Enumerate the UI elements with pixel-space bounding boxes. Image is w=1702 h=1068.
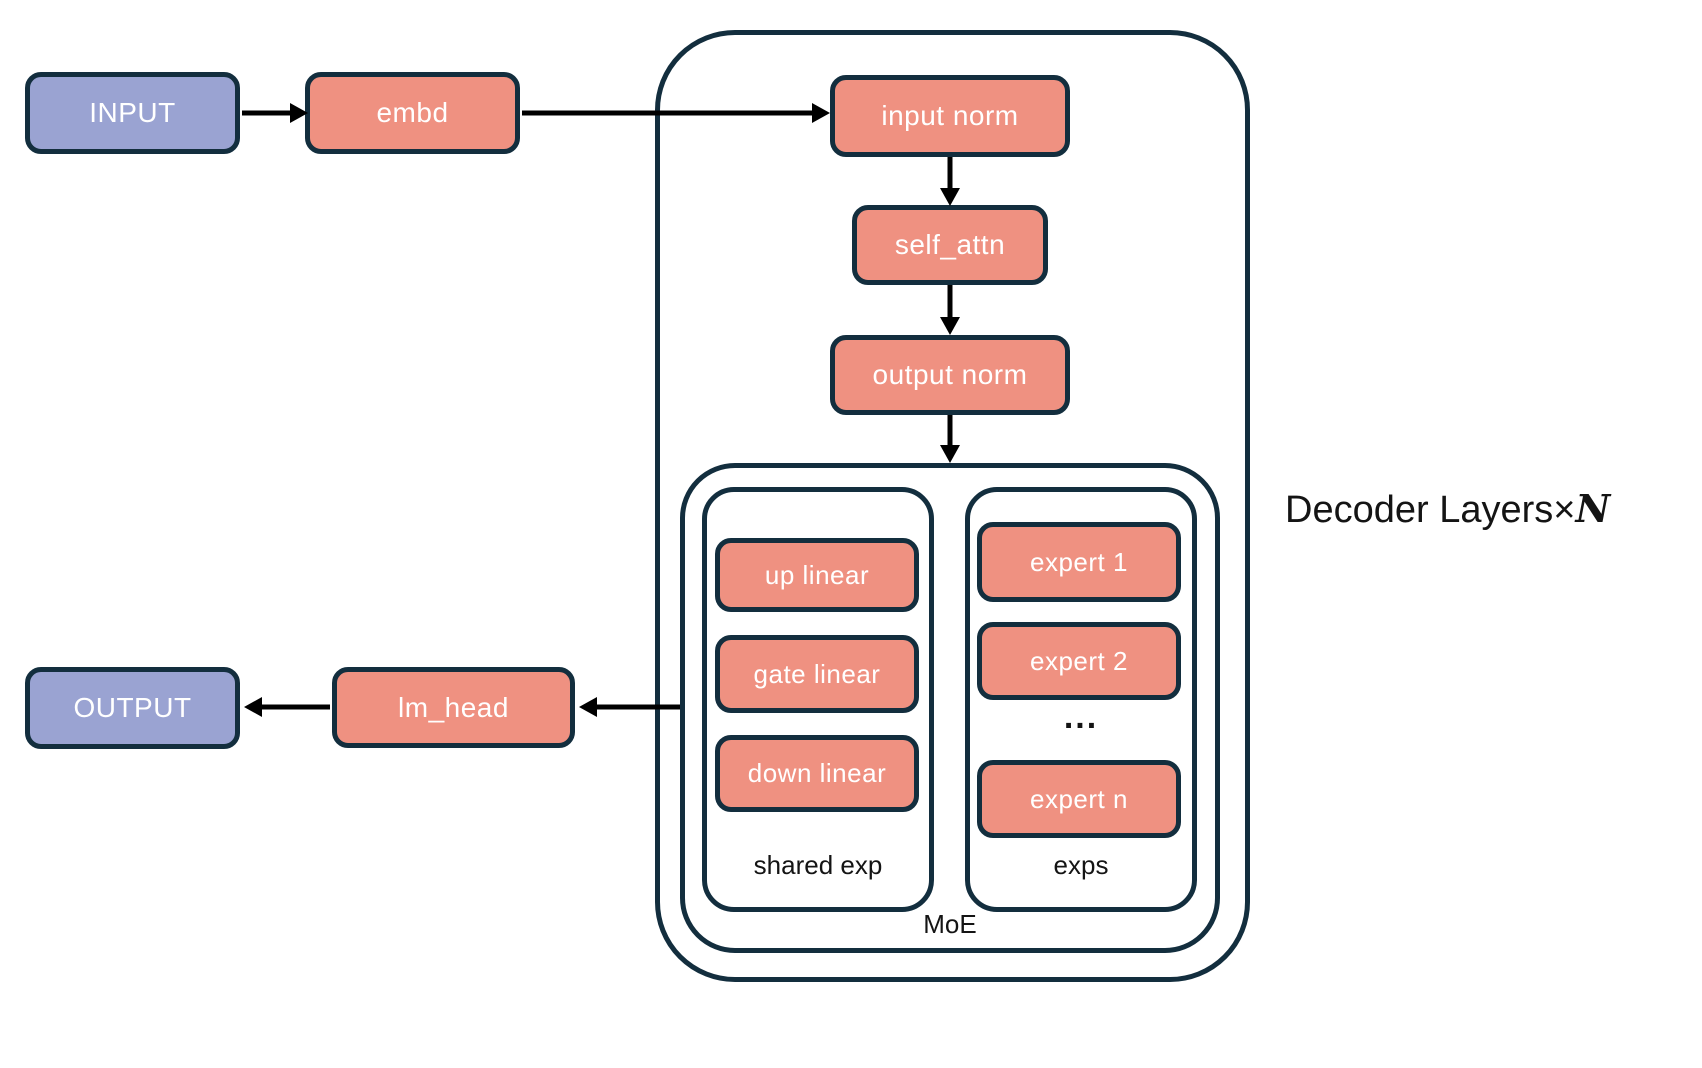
embd-node: embd [305, 72, 520, 154]
decoder-layers-n-variable: N [1575, 486, 1611, 531]
lm-head-node: lm_head [332, 667, 575, 748]
decoder-layers-label: Decoder Layers×N [1285, 486, 1610, 532]
down-linear-node-label: down linear [747, 758, 887, 788]
arrow-lm-head-to-output [244, 697, 330, 717]
lm-head-node-label: lm_head [398, 691, 509, 723]
expert-2-node: expert 2 [977, 622, 1181, 700]
gate-linear-node: gate linear [715, 635, 919, 713]
down-linear-node: down linear [715, 735, 919, 812]
expert-n-node: expert n [977, 760, 1181, 838]
self-attn-node-label: self_attn [894, 229, 1006, 260]
input-norm-node-label: input norm [881, 100, 1019, 131]
exps-caption: exps [1053, 850, 1109, 880]
output-node-label: OUTPUT [73, 692, 192, 723]
expert-1-node-label: expert 1 [1030, 546, 1128, 577]
input-node: INPUT [25, 72, 240, 154]
up-linear-node-label: up linear [764, 559, 870, 590]
output-norm-node: output norm [830, 335, 1070, 415]
moe-container: up linear gate linear down linear shared… [680, 463, 1220, 953]
gate-linear-node-label: gate linear [753, 658, 881, 689]
self-attn-node: self_attn [852, 205, 1048, 285]
shared-exp-container: up linear gate linear down linear shared… [702, 487, 934, 912]
embd-node-label: embd [376, 97, 449, 128]
experts-ellipsis: ... [1063, 698, 1099, 736]
up-linear-node: up linear [715, 538, 919, 612]
expert-1-node: expert 1 [977, 522, 1181, 602]
moe-caption: MoE [923, 909, 977, 939]
input-node-label: INPUT [89, 97, 176, 128]
output-node: OUTPUT [25, 667, 240, 749]
expert-2-node-label: expert 2 [1030, 645, 1128, 676]
decoder-layers-container: input norm self_attn output norm up line… [655, 30, 1250, 982]
expert-n-node-label: expert n [1030, 783, 1128, 814]
arrow-input-to-embd [242, 103, 308, 123]
output-norm-node-label: output norm [872, 359, 1028, 390]
exps-container: expert 1 expert 2 ... expert n exps [965, 487, 1197, 912]
shared-exp-caption: shared exp [753, 850, 883, 880]
input-norm-node: input norm [830, 75, 1070, 157]
decoder-layers-label-text: Decoder Layers× [1285, 489, 1576, 531]
